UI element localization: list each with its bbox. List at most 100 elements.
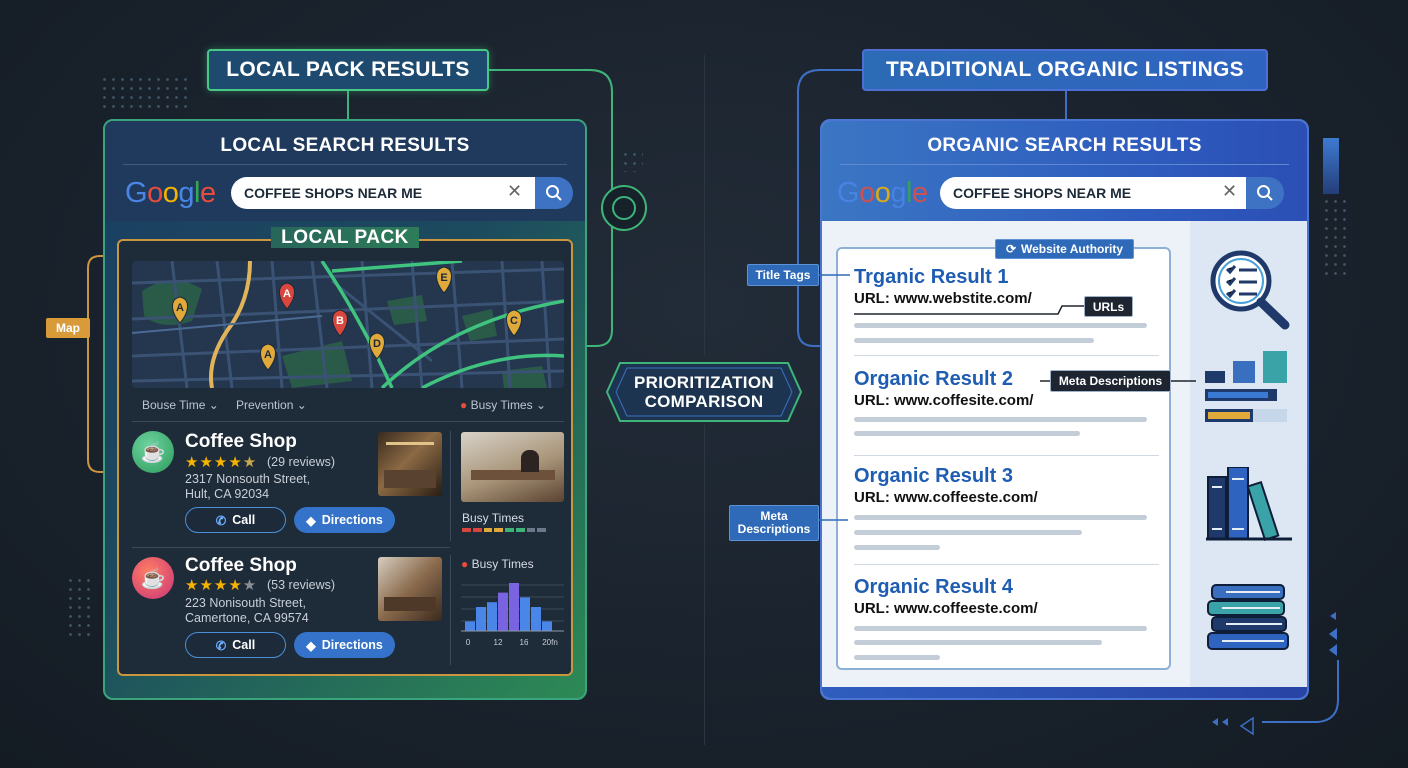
tick-label: 0 (466, 638, 471, 647)
business-name[interactable]: Coffee Shop (185, 431, 297, 452)
description-line (854, 338, 1094, 343)
filter-busy-times[interactable]: ● Busy Times ⌄ (460, 398, 546, 412)
busy-bar (520, 597, 530, 631)
organic-result-url[interactable]: URL: www.coffeeste.com/ (854, 600, 1038, 617)
organic-result-url[interactable]: URL: www.coffeeste.com/ (854, 489, 1038, 506)
filter-bouse-time[interactable]: Bouse Time ⌄ (142, 398, 219, 412)
address-line-2: Camertone, CA 99574 (185, 611, 309, 625)
map-pins: A A A B D E C (172, 266, 522, 371)
search-button[interactable] (535, 177, 573, 209)
center-label-line-2: COMPARISON (644, 392, 764, 411)
address-line-1: 223 Nonisouth Street, (185, 596, 306, 610)
directions-button[interactable]: ◆ Directions (294, 507, 395, 533)
tick-label: 20fn (542, 638, 558, 647)
search-query: COFFEE SHOPS NEAR ME (953, 185, 1132, 201)
search-input[interactable]: COFFEE SHOPS NEAR ME (940, 177, 1246, 209)
filter-label: Bouse Time (142, 398, 206, 412)
description-line (854, 640, 1102, 645)
search-query: COFFEE SHOPS NEAR ME (244, 185, 423, 201)
local-pack-results-title: LOCAL PACK RESULTS (207, 49, 489, 91)
svg-text:B: B (336, 315, 344, 327)
urls-tag: URLs (1084, 296, 1133, 317)
description-line (854, 545, 940, 550)
filter-prevention[interactable]: Prevention ⌄ (236, 398, 307, 412)
map-pin-b: B (332, 309, 348, 337)
description-line (854, 655, 940, 660)
search-input[interactable]: COFFEE SHOPS NEAR ME (231, 177, 537, 209)
filter-label: Prevention (236, 398, 294, 412)
local-pack-label-text: LOCAL PACK (271, 227, 419, 248)
panel-title: ORGANIC SEARCH RESULTS (927, 135, 1202, 156)
result-divider (854, 564, 1159, 565)
google-logo: Google (125, 177, 216, 209)
review-count: (53 reviews) (267, 578, 336, 592)
google-logo: Google (837, 177, 928, 209)
organic-result-title[interactable]: Organic Result 2 (854, 368, 1013, 390)
business-name[interactable]: Coffee Shop (185, 555, 297, 576)
photo-divider (450, 431, 451, 541)
map-tag-text: Map (56, 321, 80, 335)
local-pack-results-title-text: LOCAL PACK RESULTS (226, 58, 470, 81)
search-icon (546, 185, 562, 201)
clear-icon[interactable]: ✕ (1222, 181, 1238, 201)
clock-icon: ● (460, 398, 468, 412)
svg-text:A: A (176, 302, 184, 314)
address-line-2: Hult, CA 92034 (185, 487, 270, 501)
organic-result-title[interactable]: Organic Result 4 (854, 576, 1013, 598)
star-rating: ★★★★★ (185, 454, 258, 471)
result-divider (854, 455, 1159, 456)
map-pin-d: D (369, 332, 385, 360)
busy-times-label: Busy Times (462, 511, 525, 525)
coffee-cup-icon: ☕ (132, 557, 174, 599)
result-divider (854, 355, 1159, 356)
local-pack-box: LOCAL PACK (117, 227, 573, 676)
map-filter-row: Bouse Time ⌄ Prevention ⌄ ● Busy Times ⌄ (132, 393, 564, 422)
magnifier-checklist-icon (1210, 250, 1290, 330)
description-line (854, 515, 1147, 520)
description-line (854, 431, 1080, 436)
search-button[interactable] (1246, 177, 1284, 209)
filter-label: Busy Times (470, 398, 533, 412)
panel-header: ORGANIC SEARCH RESULTS Google COFFEE SHO… (822, 121, 1307, 221)
local-pack-label: LOCAL PACK (119, 227, 571, 249)
map-view[interactable]: A A A B D E C (132, 261, 564, 388)
busy-times-label: ● Busy Times (461, 557, 534, 571)
center-divider (704, 55, 705, 355)
phone-icon: ✆ (215, 638, 227, 653)
search-icon (1257, 185, 1273, 201)
vertical-accent-bar (1323, 138, 1339, 194)
description-line (854, 530, 1082, 535)
busy-bar (542, 621, 552, 631)
photo-divider (450, 555, 451, 665)
map-pin-a: A (279, 282, 295, 310)
business-listing[interactable]: ☕ Coffee Shop ★★★★★ (53 reviews) 223 Non… (132, 555, 564, 671)
map-pin-c: C (506, 309, 522, 337)
prioritization-comparison-label: PRIORITIZATION COMPARISON (606, 373, 802, 411)
map-graphic (132, 261, 564, 388)
organic-result-url[interactable]: URL: www.webstite.com/ (854, 290, 1032, 307)
prioritization-hexagon (606, 362, 802, 422)
cafe-photo (378, 557, 442, 621)
tag-text: URLs (1092, 299, 1125, 314)
call-button[interactable]: ✆Call (185, 632, 286, 658)
tag-text-line-2: Descriptions (737, 522, 811, 536)
organic-result-title[interactable]: Trganic Result 1 (854, 266, 1009, 288)
directions-icon: ◆ (306, 513, 316, 528)
business-listing[interactable]: ☕ Coffee Shop ★★★★★ (29 reviews) 2317 No… (132, 431, 564, 547)
tag-text: Meta Descriptions (1058, 374, 1163, 388)
organic-result-title[interactable]: Organic Result 3 (854, 465, 1013, 487)
map-pin-e: E (436, 266, 452, 294)
tag-text: Title Tags (755, 268, 811, 282)
call-button[interactable]: ✆Call (185, 507, 286, 533)
organic-result-url[interactable]: URL: www.coffesite.com/ (854, 392, 1034, 409)
busy-bar (476, 607, 486, 631)
header-divider (123, 164, 567, 165)
dot-grid-decoration (1322, 197, 1352, 275)
directions-button[interactable]: ◆Directions (294, 632, 395, 658)
directions-label: Directions (321, 513, 383, 527)
panel-title: LOCAL SEARCH RESULTS (220, 135, 470, 156)
busy-bar (487, 602, 497, 631)
meta-descriptions-tag: Meta Descriptions (1050, 370, 1171, 392)
clear-icon[interactable]: ✕ (507, 181, 523, 201)
